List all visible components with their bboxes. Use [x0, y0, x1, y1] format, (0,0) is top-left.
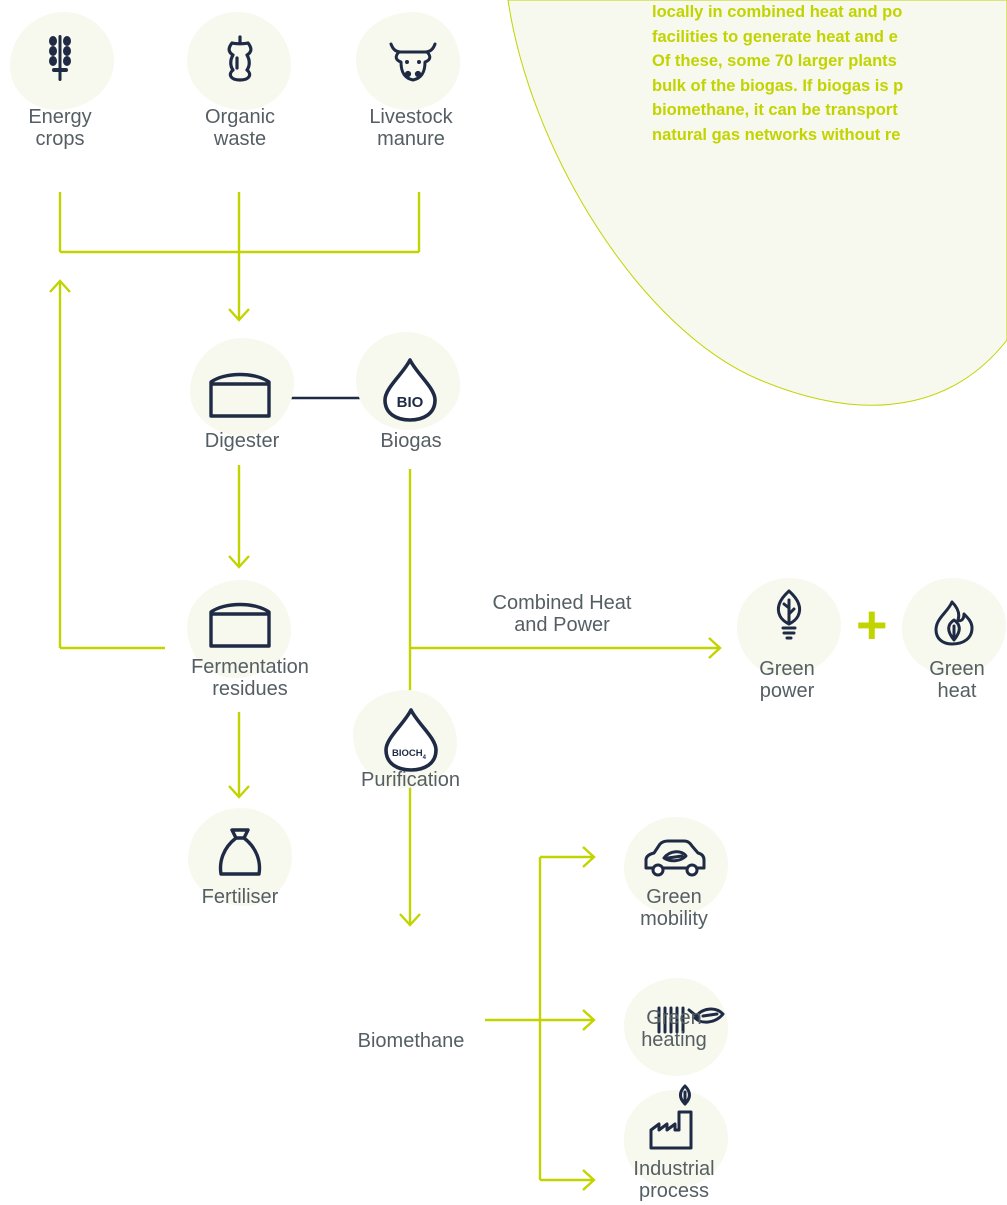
label-line: Green	[759, 658, 815, 680]
tank-icon	[209, 602, 271, 648]
info-bubble	[507, 0, 1007, 406]
bioch4-drop-icon: BIOCH4	[384, 708, 438, 772]
label-line: Green	[646, 886, 702, 908]
label-line: mobility	[640, 908, 708, 930]
car-leaf-icon	[644, 839, 706, 877]
label-line: and Power	[514, 614, 610, 636]
chp-label: Combined Heat and Power	[467, 592, 657, 636]
node-green-heat-label: Green heat	[872, 658, 1007, 702]
node-industrial-process-label: Industrial process	[589, 1158, 759, 1202]
label-line: Livestock	[369, 106, 453, 128]
label-line: manure	[377, 128, 445, 150]
info-line: Of these, some 70 larger plants	[652, 52, 897, 70]
bio-drop-icon: BIO	[383, 358, 437, 422]
radiator-leaf-icon	[657, 1006, 725, 1034]
label-line: Organic	[204, 106, 276, 128]
bioch-icon-text: BIOCH	[392, 748, 423, 759]
info-text: locally in combined heat and po faciliti…	[652, 0, 1007, 147]
node-biogas-label: Biogas	[326, 430, 496, 452]
label-line: process	[638, 1180, 710, 1202]
label-line: Combined Heat	[492, 592, 632, 614]
node-fermentation-bg	[187, 580, 291, 678]
bioch-icon-subscript: 4	[423, 755, 427, 761]
info-line: locally in combined heat and po	[652, 3, 903, 21]
label-line: Fertiliser	[201, 886, 279, 908]
node-energy-crops-label: Energy crops	[0, 106, 145, 150]
node-organic-waste-bg	[187, 12, 291, 110]
node-green-mobility-bg	[624, 817, 728, 915]
node-green-heating-label: Green heating	[589, 1007, 759, 1051]
node-fermentation-label: Fermentation residues	[165, 656, 335, 700]
label-line: heat	[937, 680, 977, 702]
label-line: waste	[213, 128, 267, 150]
node-green-power-label: Green power	[702, 658, 872, 702]
node-digester-bg	[190, 338, 294, 436]
node-fertiliser-bg	[188, 808, 292, 906]
flow-lines	[49, 192, 722, 1191]
node-digester-label: Digester	[157, 430, 327, 452]
label-line: Biogas	[380, 430, 442, 452]
label-line: Digester	[204, 430, 280, 452]
label-line: power	[759, 680, 815, 702]
info-line: bulk of the biogas. If biogas is p	[652, 76, 904, 95]
sack-icon	[218, 828, 262, 876]
purification-label: Purification	[361, 769, 460, 791]
info-line: facilities to generate heat and e	[652, 27, 898, 46]
label-line: Green	[929, 658, 985, 680]
wheat-icon	[49, 35, 71, 81]
node-organic-waste-label: Organic waste	[155, 106, 325, 150]
leaf-bulb-icon	[776, 589, 802, 640]
label-line: Fermentation	[191, 656, 309, 678]
cow-icon	[389, 42, 437, 82]
label-line: crops	[35, 128, 85, 150]
plus-sign: +	[856, 595, 888, 655]
digester-tank-icon	[209, 372, 271, 418]
node-industrial-process-bg	[624, 1090, 728, 1188]
label-line: heating	[641, 1029, 707, 1051]
node-fertiliser-label: Fertiliser	[155, 886, 325, 908]
node-green-mobility-label: Green mobility	[589, 886, 759, 930]
node-biomethane-label: Biomethane	[326, 1030, 496, 1052]
label-line: Biomethane	[357, 1030, 465, 1052]
node-livestock-manure-label: Livestock manure	[326, 106, 496, 150]
label-line: Green	[646, 1007, 702, 1029]
factory-leaf-icon	[649, 1084, 693, 1150]
flame-leaf-icon	[934, 600, 974, 646]
bio-icon-text: BIO	[397, 394, 424, 411]
apple-core-icon	[227, 35, 253, 82]
label-line: Energy	[28, 106, 92, 128]
info-line: biomethane, it can be transport	[652, 101, 898, 119]
label-line: Industrial	[633, 1158, 715, 1180]
info-line: natural gas networks without re	[652, 125, 901, 144]
svg-text:BIOCH4: BIOCH4	[392, 748, 427, 761]
node-energy-crops-bg	[10, 12, 114, 110]
label-line: residues	[212, 678, 288, 700]
